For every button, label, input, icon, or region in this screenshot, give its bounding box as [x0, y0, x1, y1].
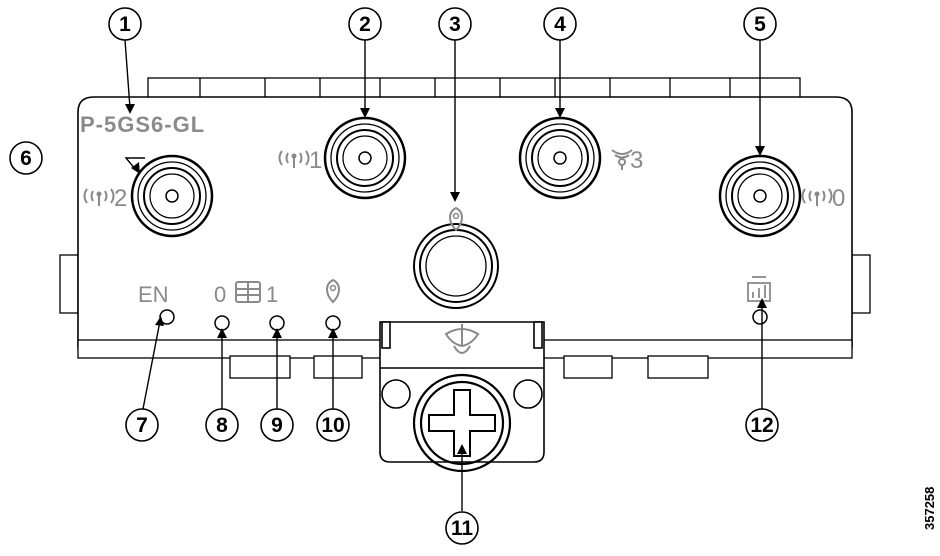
location-pin-dot [452, 212, 460, 220]
led-sim-0 [214, 315, 230, 331]
antenna-icon [801, 188, 833, 206]
callout-1: 1 [108, 7, 142, 41]
led-enable [159, 309, 175, 325]
module-body [77, 96, 853, 349]
leader-lines [124, 39, 763, 511]
svg-text:7: 7 [136, 414, 148, 437]
port-number-3: 3 [630, 147, 643, 174]
top-fins [147, 77, 801, 99]
gps-antenna-icon [611, 149, 633, 170]
svg-text:5: 5 [754, 13, 766, 36]
port-number-1: 1 [309, 147, 322, 174]
led-sim-1 [269, 315, 285, 331]
antenna-connector-port-3 [518, 116, 602, 200]
svg-text:11: 11 [451, 517, 474, 540]
left-side-tab [59, 254, 79, 314]
callout-4: 4 [543, 7, 577, 41]
port-number-2: 2 [114, 185, 127, 212]
figure-id: 357258 [922, 487, 937, 530]
callout-11: 11 [445, 511, 479, 545]
model-label: P-5GS6-GL [80, 112, 205, 137]
callout-9: 9 [260, 408, 294, 442]
right-side-tab [851, 254, 871, 314]
callout-8: 8 [205, 408, 239, 442]
callout-3: 3 [438, 7, 472, 41]
antenna-icon [83, 188, 115, 206]
svg-text:8: 8 [216, 414, 228, 437]
led-label-sim-1: 1 [266, 282, 278, 307]
svg-text:3: 3 [449, 13, 461, 36]
ground-symbol-icon [444, 324, 480, 354]
svg-text:1: 1 [119, 13, 131, 36]
svg-text:9: 9 [271, 414, 283, 437]
led-signal [752, 309, 768, 325]
location-pin-icon [449, 206, 463, 232]
svg-text:6: 6 [20, 147, 32, 170]
arrowheads [125, 104, 767, 454]
sim-card-icon [235, 281, 261, 303]
callout-7: 7 [125, 408, 159, 442]
svg-text:12: 12 [750, 414, 773, 437]
callout-6: 6 [9, 141, 43, 175]
callout-12: 12 [745, 408, 779, 442]
led-label-sim-0: 0 [214, 282, 226, 307]
led-gps [325, 315, 341, 331]
callout-2: 2 [348, 7, 382, 41]
antenna-connector-port-2 [130, 154, 214, 238]
antenna-icon [278, 150, 310, 168]
port-number-0: 0 [832, 185, 845, 212]
signal-strength-icon [747, 276, 771, 302]
svg-text:2: 2 [359, 13, 371, 36]
location-pin-icon [326, 278, 340, 304]
led-indicators [159, 309, 768, 331]
led-label-enable: EN [138, 282, 169, 307]
svg-text:4: 4 [554, 13, 566, 36]
svg-text:10: 10 [321, 414, 344, 437]
callout-5: 5 [743, 7, 777, 41]
callout-10: 10 [316, 408, 350, 442]
location-pin-dot [329, 284, 337, 292]
